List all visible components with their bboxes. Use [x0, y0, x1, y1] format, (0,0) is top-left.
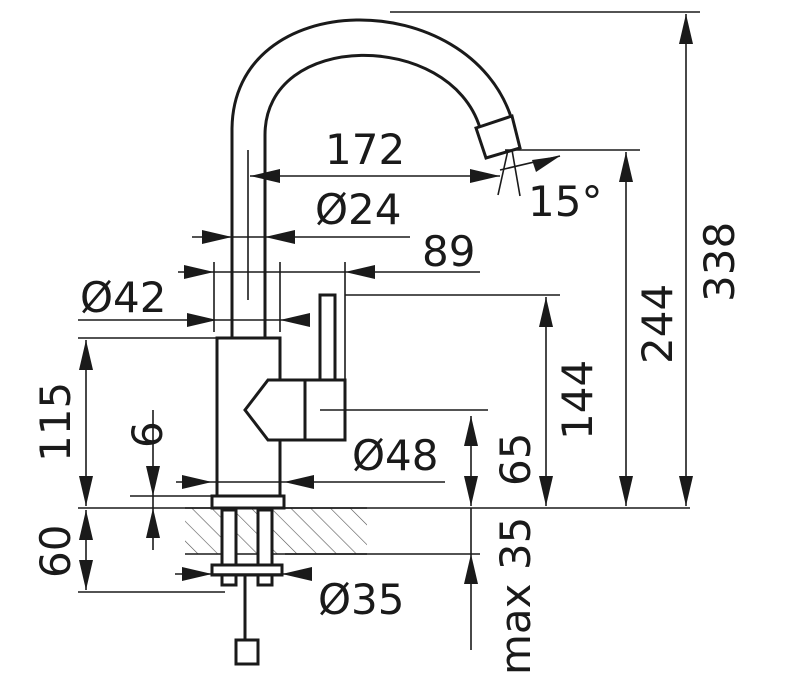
dim-338: 338 [695, 222, 744, 302]
dim-115: 115 [31, 382, 80, 462]
dim-max35: max 35 [491, 517, 540, 675]
dim-6: 6 [123, 421, 172, 448]
dim-244: 244 [633, 284, 682, 364]
dim-65: 65 [491, 433, 540, 486]
countertop-hatch [185, 508, 367, 554]
dim-15deg: 15° [528, 177, 602, 226]
dim-dia48: Ø48 [352, 431, 439, 480]
lever-handle [318, 293, 337, 382]
base-ring [210, 494, 286, 510]
dim-dia42: Ø42 [80, 273, 167, 322]
dim-172: 172 [325, 125, 405, 174]
dim-60: 60 [31, 525, 80, 578]
dim-dia24: Ø24 [315, 185, 402, 234]
spout-inner [263, 53, 482, 338]
dim-144: 144 [553, 360, 602, 440]
connector [234, 638, 260, 666]
dim-dia35: Ø35 [318, 575, 405, 624]
fixing-nut [210, 563, 284, 577]
spout-outer [230, 18, 514, 338]
dim-89: 89 [422, 227, 475, 276]
aerator [474, 114, 522, 160]
